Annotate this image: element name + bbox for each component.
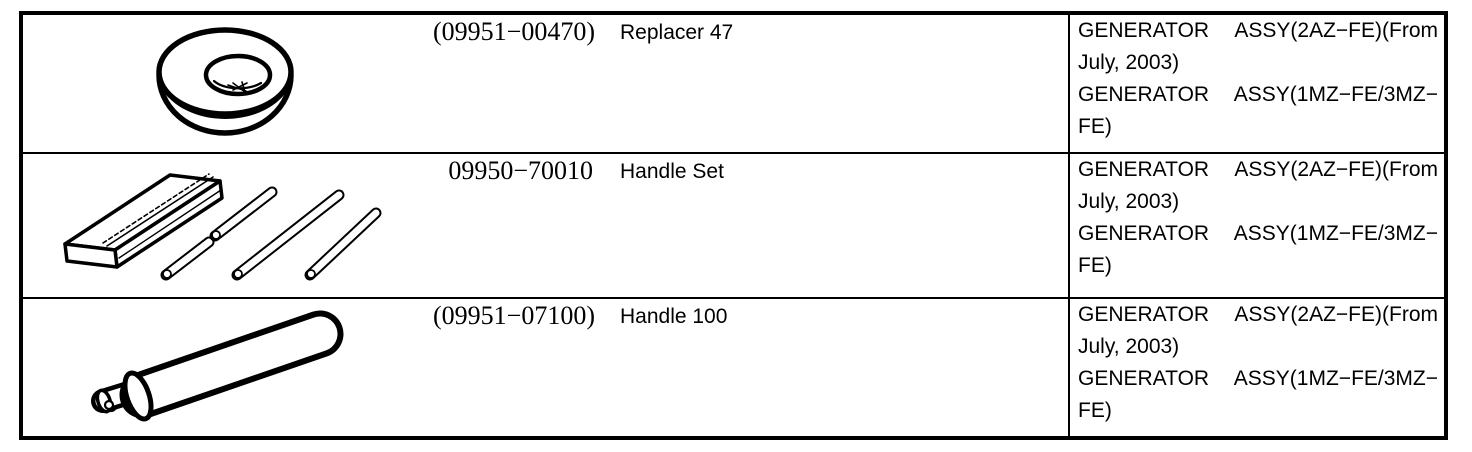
tool-name: Handle Set — [620, 160, 724, 183]
sst-table: (09951−00470) Replacer 47 GENERATOR ASSY… — [19, 11, 1448, 440]
tool-name: Replacer 47 — [620, 21, 734, 44]
tool-name: Handle 100 — [620, 305, 728, 328]
table-row: (09951−07100) Handle 100 GENERATOR ASSY(… — [23, 297, 1444, 436]
application-line: GENERATOR ASSY(1MZ−FE/3MZ− — [1078, 222, 1438, 245]
application-line: GENERATOR ASSY(1MZ−FE/3MZ− — [1078, 367, 1438, 390]
application-line: FE) — [1078, 254, 1112, 277]
application-line: FE) — [1078, 115, 1112, 138]
application-line: July, 2003) — [1078, 190, 1180, 213]
tool-illustration-cell — [23, 299, 433, 436]
applications-cell: GENERATOR ASSY(2AZ−FE)(From July, 2003) … — [1068, 299, 1444, 436]
application-line: GENERATOR ASSY(2AZ−FE)(From — [1078, 303, 1438, 326]
application-line: FE) — [1078, 399, 1112, 422]
tool-illustration-cell — [23, 15, 433, 152]
application-line: GENERATOR ASSY(2AZ−FE)(From — [1078, 158, 1438, 181]
application-line: July, 2003) — [1078, 51, 1180, 74]
application-line: GENERATOR ASSY(2AZ−FE)(From — [1078, 19, 1438, 42]
table-row: (09951−00470) Replacer 47 GENERATOR ASSY… — [23, 15, 1444, 152]
application-line: July, 2003) — [1078, 335, 1180, 358]
part-number: 09950−70010 — [448, 156, 593, 185]
application-line: GENERATOR ASSY(1MZ−FE/3MZ− — [1078, 83, 1438, 106]
tool-illustration-cell — [23, 154, 433, 297]
applications-cell: GENERATOR ASSY(2AZ−FE)(From July, 2003) … — [1068, 154, 1444, 297]
table-row: 09950−70010 Handle Set GENERATOR ASSY(2A… — [23, 152, 1444, 297]
handle-set-illustration — [63, 173, 382, 281]
part-number: (09951−00470) — [433, 17, 595, 46]
handle-100-illustration — [91, 310, 344, 422]
applications-cell: GENERATOR ASSY(2AZ−FE)(From July, 2003) … — [1068, 15, 1444, 152]
part-number: (09951−07100) — [433, 301, 595, 330]
replacer-47-illustration — [156, 27, 294, 136]
